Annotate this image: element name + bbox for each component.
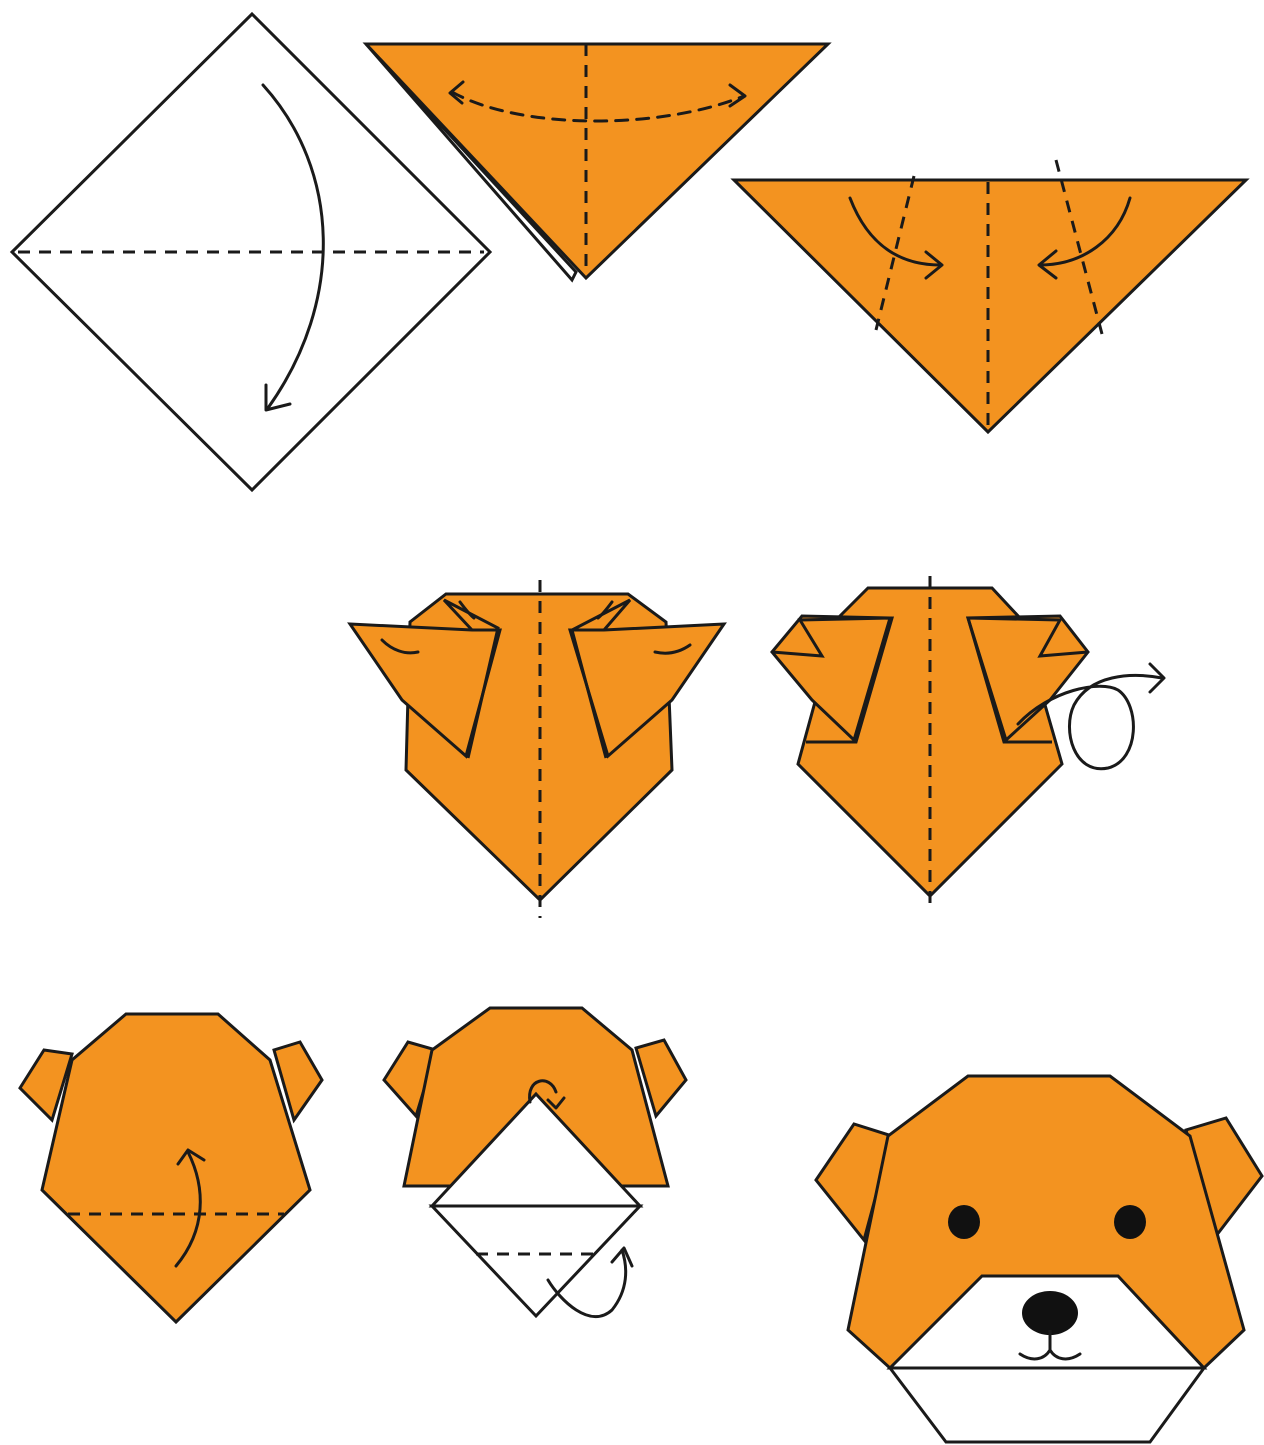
step-6-head (42, 1014, 310, 1322)
step-8 (816, 1076, 1262, 1442)
step-4 (350, 580, 724, 918)
step-8-right-eye (1114, 1205, 1146, 1239)
step-7-side-arrowhead-icon (612, 1248, 632, 1266)
step-6 (20, 1014, 322, 1322)
step-8-nose (1022, 1291, 1078, 1335)
step-3-paper (734, 180, 1246, 432)
step-3 (734, 160, 1246, 432)
step-7-white-bottom (432, 1206, 640, 1316)
step-5 (772, 576, 1164, 910)
step-8-chin (890, 1368, 1204, 1442)
step-7 (384, 1008, 686, 1317)
step-8-left-eye (948, 1205, 980, 1239)
